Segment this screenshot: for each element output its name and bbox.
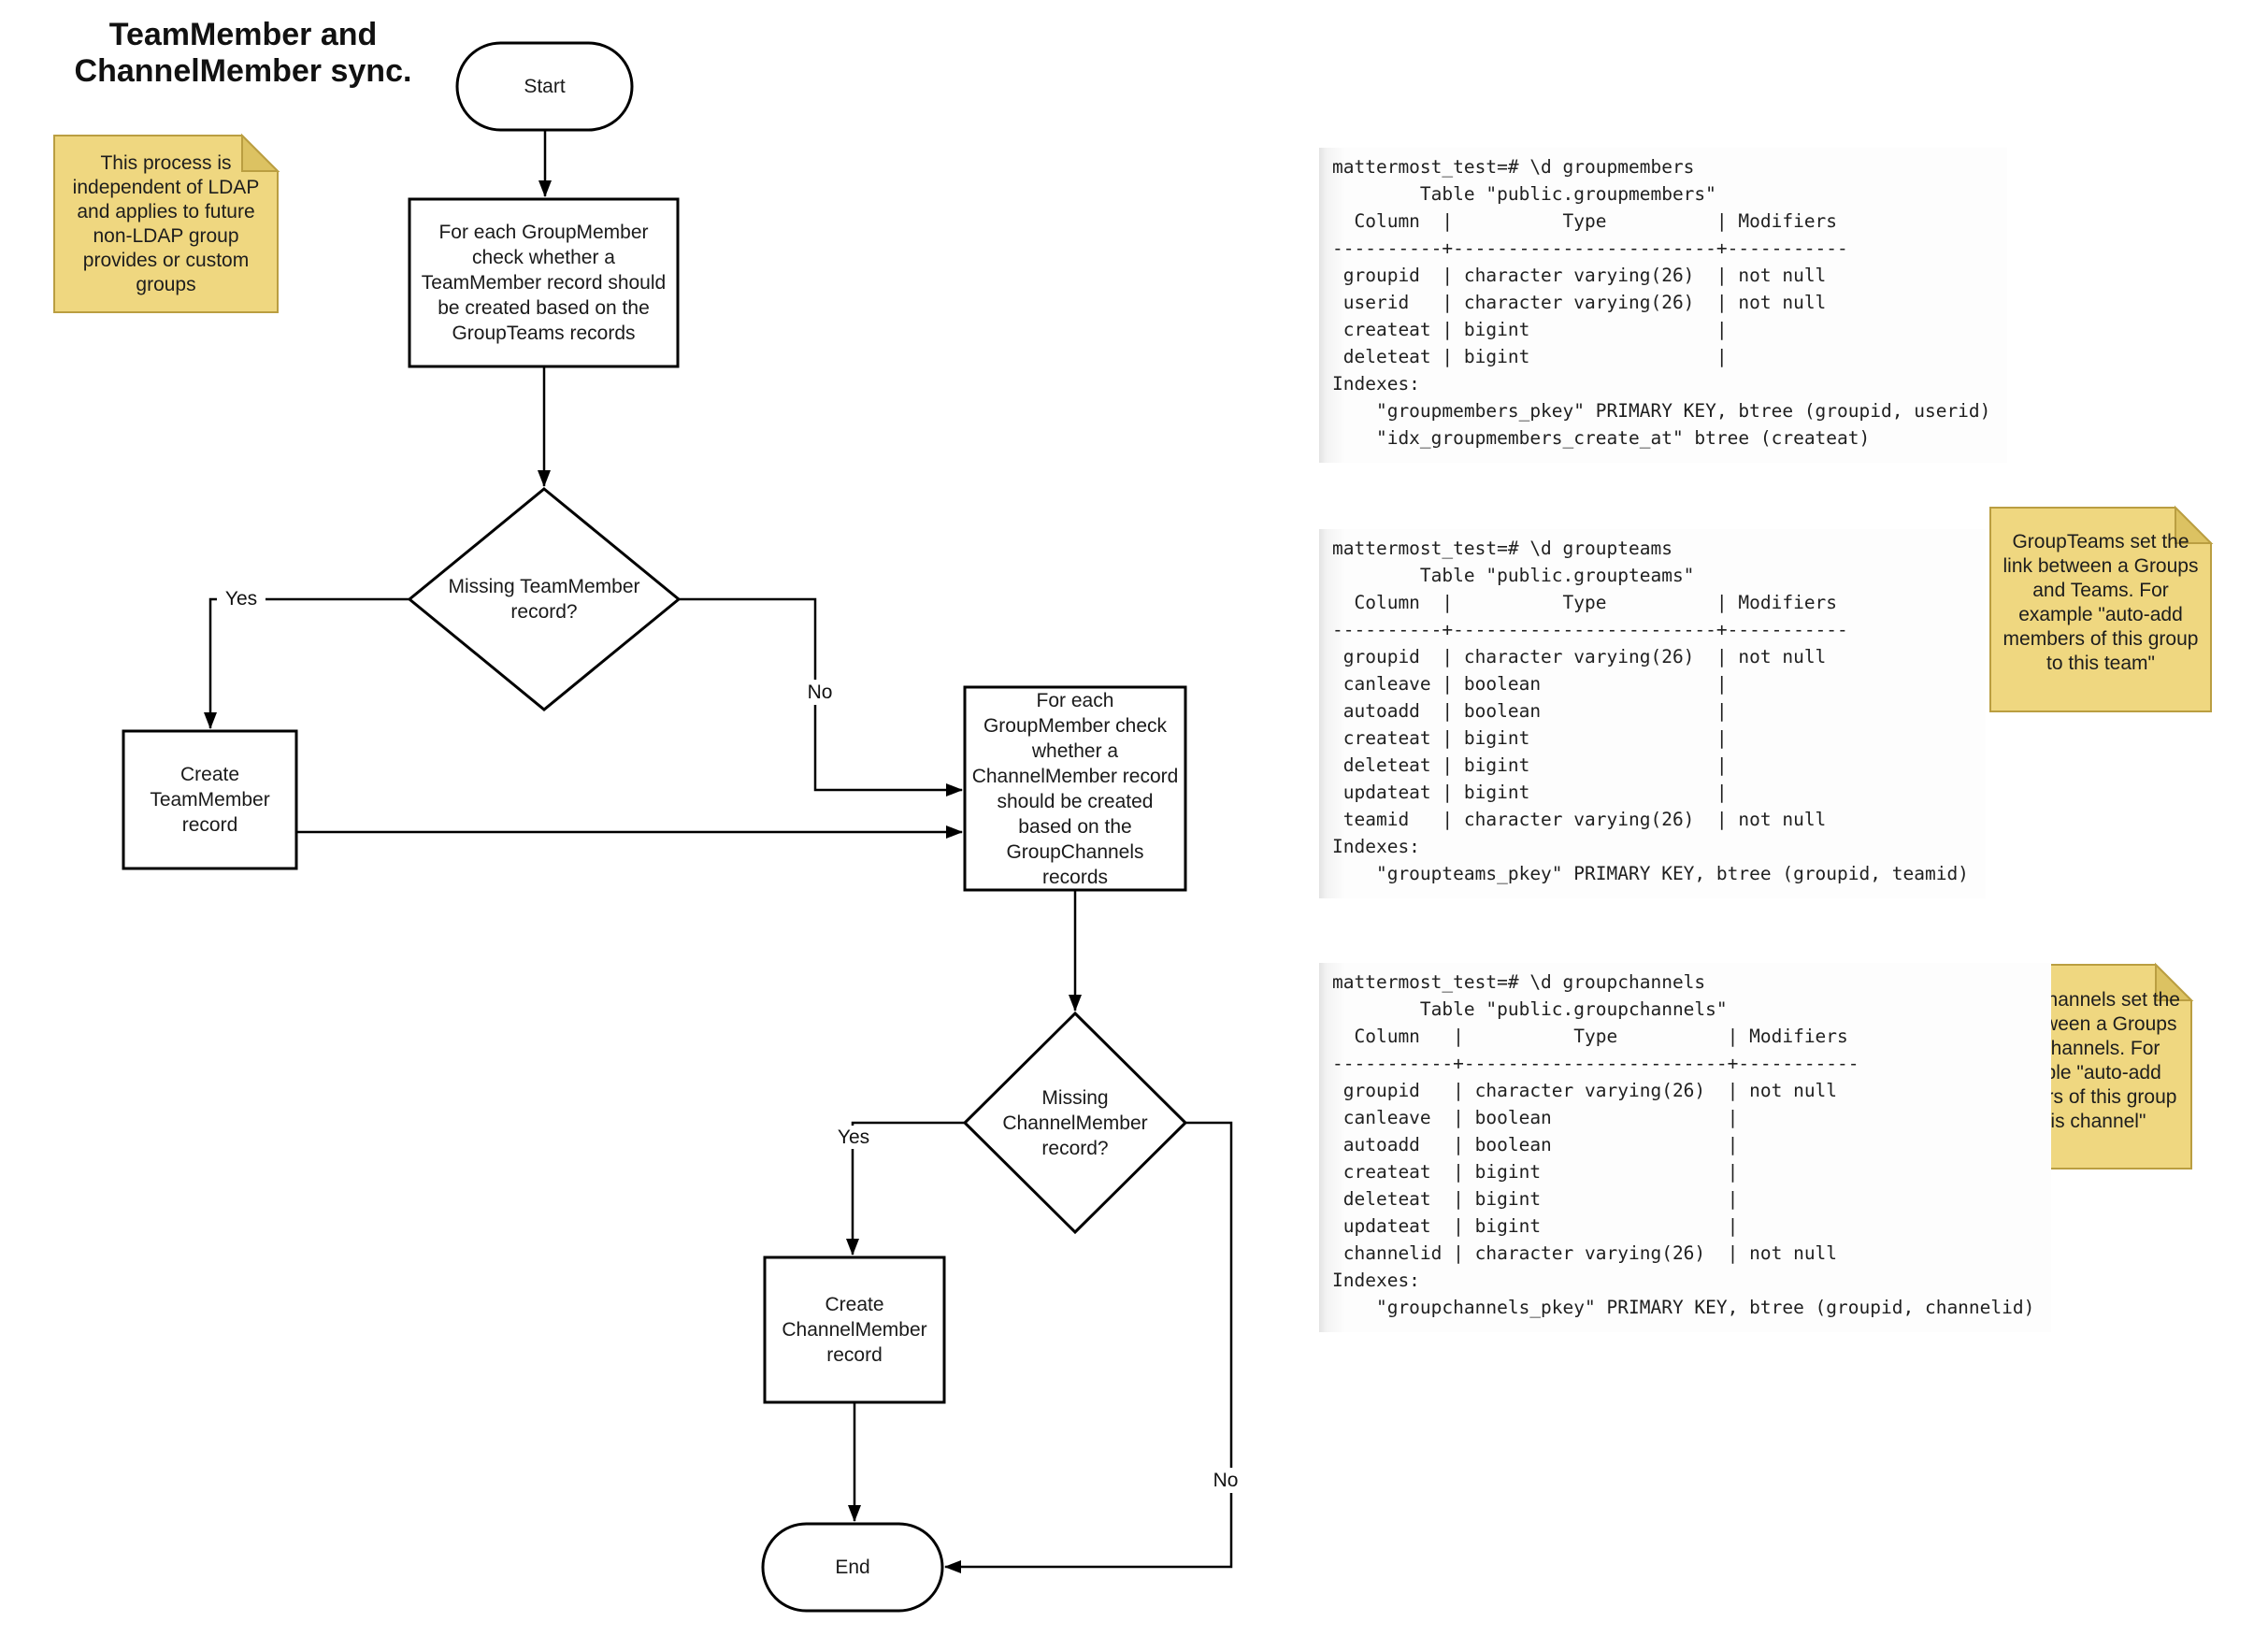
note-ldap-shape xyxy=(53,135,279,313)
terminal-groupmembers: mattermost_test=# \d groupmembers Table … xyxy=(1319,148,2008,463)
note-groupteams-fold-icon xyxy=(2175,505,2214,544)
decision-team-node-label: Missing TeamMember record? xyxy=(448,576,640,623)
decision-team-node xyxy=(407,487,682,711)
note-groupchannels-fold-icon xyxy=(2155,962,2194,1001)
edge-decision-team-yes xyxy=(204,597,409,729)
edge-label-yes-channel: Yes xyxy=(828,1126,879,1149)
create-channel-node-label: Create ChannelMember record xyxy=(782,1294,927,1366)
decision-channel-node-label: Missing ChannelMember record? xyxy=(1002,1086,1148,1159)
start-node xyxy=(455,41,634,132)
note-ldap-text: This process is independent of LDAP and … xyxy=(72,151,260,295)
process-channel-node-label: For each GroupMember check whether a Cha… xyxy=(971,689,1179,888)
edge-label-no-team: No xyxy=(797,680,843,705)
edge-decision-channel-yes xyxy=(846,1121,965,1256)
edge-label-yes-team: Yes xyxy=(217,587,266,611)
process-team-node-label: For each GroupMember check whether a Tea… xyxy=(421,222,667,344)
create-channel-node xyxy=(763,1256,946,1404)
process-channel-node xyxy=(963,685,1187,892)
terminal-groupteams: mattermost_test=# \d groupteams Table "p… xyxy=(1319,529,1986,898)
start-node-label: Start xyxy=(524,76,566,97)
edge-label-no-channel: No xyxy=(1202,1468,1249,1493)
process-team-node xyxy=(408,197,680,368)
note-groupteams-text: GroupTeams set the link between a Groups… xyxy=(2002,531,2199,674)
create-team-node-label: Create TeamMember record xyxy=(150,764,270,836)
node-shapes xyxy=(122,41,1188,1613)
create-team-node xyxy=(122,729,298,870)
note-groupteams-shape xyxy=(1989,507,2212,712)
end-node-label: End xyxy=(835,1557,870,1578)
edge-decision-channel-no xyxy=(944,1121,1233,1573)
note-ldap-fold-icon xyxy=(241,133,280,172)
page-title: TeamMember and ChannelMember sync. xyxy=(74,17,412,89)
terminal-groupchannels: mattermost_test=# \d groupchannels Table… xyxy=(1319,963,2052,1332)
end-node xyxy=(761,1522,944,1613)
decision-channel-node xyxy=(962,1011,1188,1235)
